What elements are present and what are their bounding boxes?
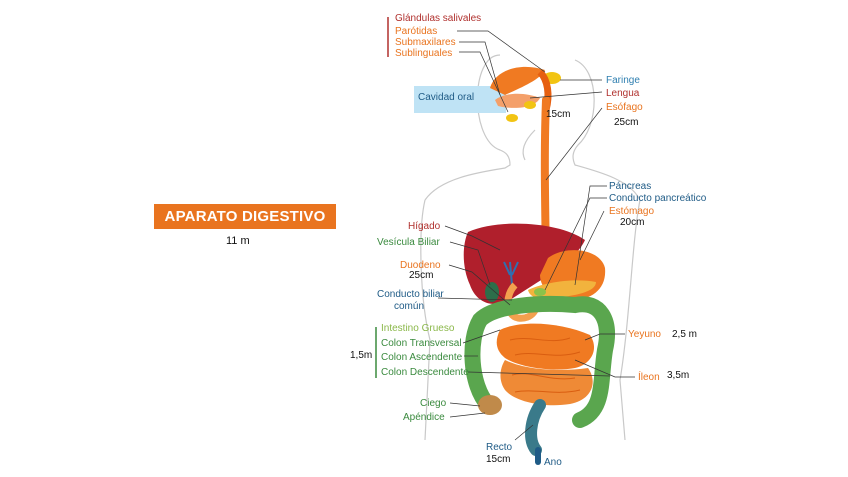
label-esofago: Esófago [606, 102, 643, 113]
label-recto: Recto [486, 442, 513, 453]
label-ileon: Íleon [638, 370, 660, 383]
label-duodeno: Duodeno [400, 260, 441, 271]
label-colon-ascendente: Colon Ascendente [381, 352, 463, 363]
label-sublinguales: Sublinguales [395, 48, 452, 59]
label-lengua: Lengua [606, 88, 640, 99]
pancreatic-duct [534, 288, 546, 296]
label-colon-len: 1,5m [350, 350, 372, 361]
label-intestino-grueso: Intestino Grueso [381, 323, 455, 334]
label-vesicula-biliar: Vesícula Biliar [377, 237, 440, 248]
small-intestine-loops [509, 337, 581, 393]
small-intestine [496, 323, 595, 370]
bile-duct [503, 261, 519, 286]
label-glandulas-salivales: Glándulas salivales [395, 13, 481, 24]
rectum [525, 399, 546, 456]
label-colon-descendente: Colon Descendente [381, 367, 469, 378]
label-colon-transversal: Colon Transversal [381, 338, 462, 349]
label-yeyuno: Yeyuno [628, 329, 661, 340]
label-conducto-biliar-2: común [394, 301, 424, 312]
label-conducto-pancreatico: Conducto pancreático [609, 193, 707, 204]
label-ciego: Ciego [420, 398, 447, 409]
leader-lines [437, 30, 635, 441]
label-apendice: Apéndice [403, 412, 445, 423]
cecum [478, 395, 502, 415]
label-submaxilares: Submaxilares [395, 37, 456, 48]
total-length-label: 11 m [226, 235, 250, 247]
oral-cavity-box [414, 86, 506, 113]
label-parotidas: Parótidas [395, 26, 437, 37]
label-esofago-len-b: 25cm [614, 117, 638, 128]
label-yeyuno-len: 2,5 m [672, 329, 697, 340]
label-recto-len: 15cm [486, 454, 510, 465]
label-pancreas: Páncreas [609, 181, 651, 192]
gallbladder [485, 282, 499, 302]
label-estomago-len: 20cm [620, 217, 644, 228]
label-faringe: Faringe [606, 75, 640, 86]
label-ano: Ano [544, 457, 562, 468]
label-ileon-len: 3,5m [667, 370, 689, 381]
small-intestine-lower [500, 360, 593, 406]
label-duodeno-len: 25cm [409, 270, 433, 281]
label-higado: Hígado [408, 221, 441, 232]
labels: Glándulas salivales Parótidas Submaxilar… [350, 13, 707, 468]
diagram-title: APARATO DIGESTIVO [154, 204, 336, 229]
label-cavidad-oral: Cavidad oral [418, 92, 474, 103]
label-estomago: Estómago [609, 206, 654, 217]
large-intestine [464, 295, 615, 428]
label-esofago-len-a: 15cm [546, 109, 570, 120]
label-conducto-biliar-1: Conducto biliar [377, 289, 444, 300]
